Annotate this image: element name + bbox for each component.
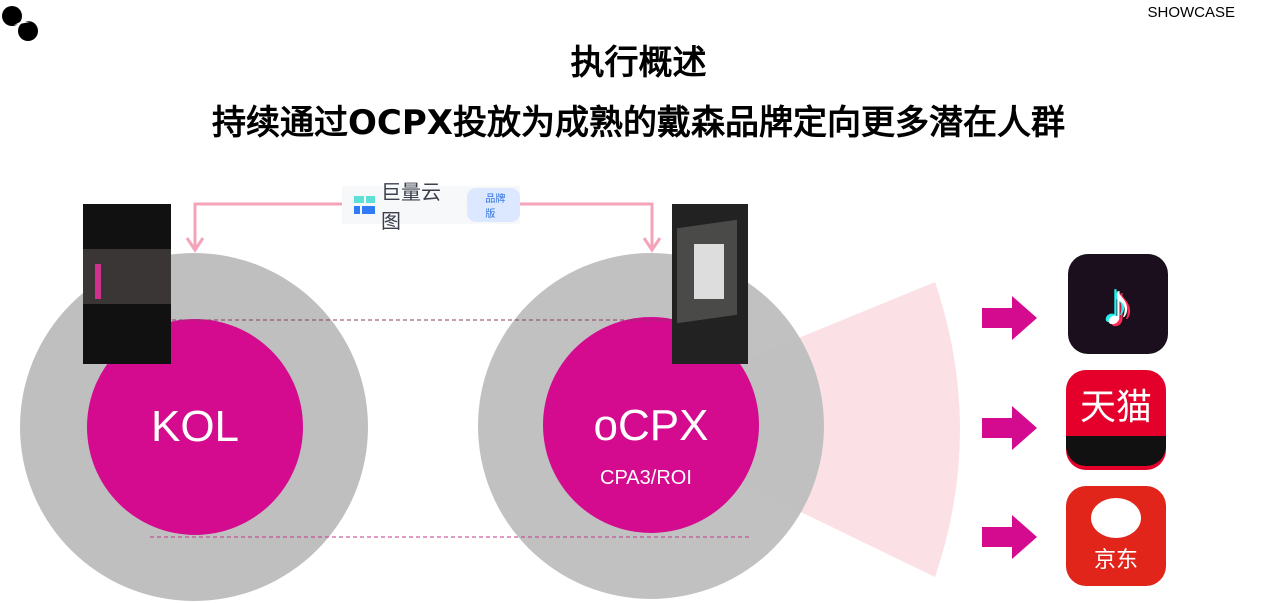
- ocpx-video-screenshot: [672, 204, 748, 364]
- juliang-yuntu-badge: 巨量云图 品牌版: [342, 180, 520, 233]
- ocpx-label: oCPX: [593, 401, 709, 450]
- brand-edition-badge: 品牌版: [467, 188, 520, 222]
- yuntu-logo-icon: [354, 196, 375, 214]
- page-title: 执行概述: [570, 43, 707, 83]
- jd-logo-text: 京东: [1093, 548, 1138, 573]
- page-subtitle: 持续通过OCPX投放为成熟的戴森品牌定向更多潜在人群: [212, 103, 1065, 143]
- brand-logo: [2, 6, 38, 41]
- tmall-logo-text: 天猫: [1079, 387, 1152, 428]
- douyin-app-icon: ♪: [1068, 254, 1168, 354]
- jd-app-icon: 京东: [1066, 486, 1166, 586]
- kol-label: KOL: [150, 402, 240, 451]
- showcase-label: SHOWCASE: [1147, 4, 1235, 21]
- kol-video-screenshot: [83, 204, 171, 364]
- tmall-app-icon: 天猫: [1066, 370, 1166, 470]
- douyin-logo: ♪: [1103, 270, 1133, 338]
- yuntu-logo-text: 巨量云图: [381, 180, 441, 233]
- ocpx-sublabel: CPA3/ROI: [600, 467, 692, 489]
